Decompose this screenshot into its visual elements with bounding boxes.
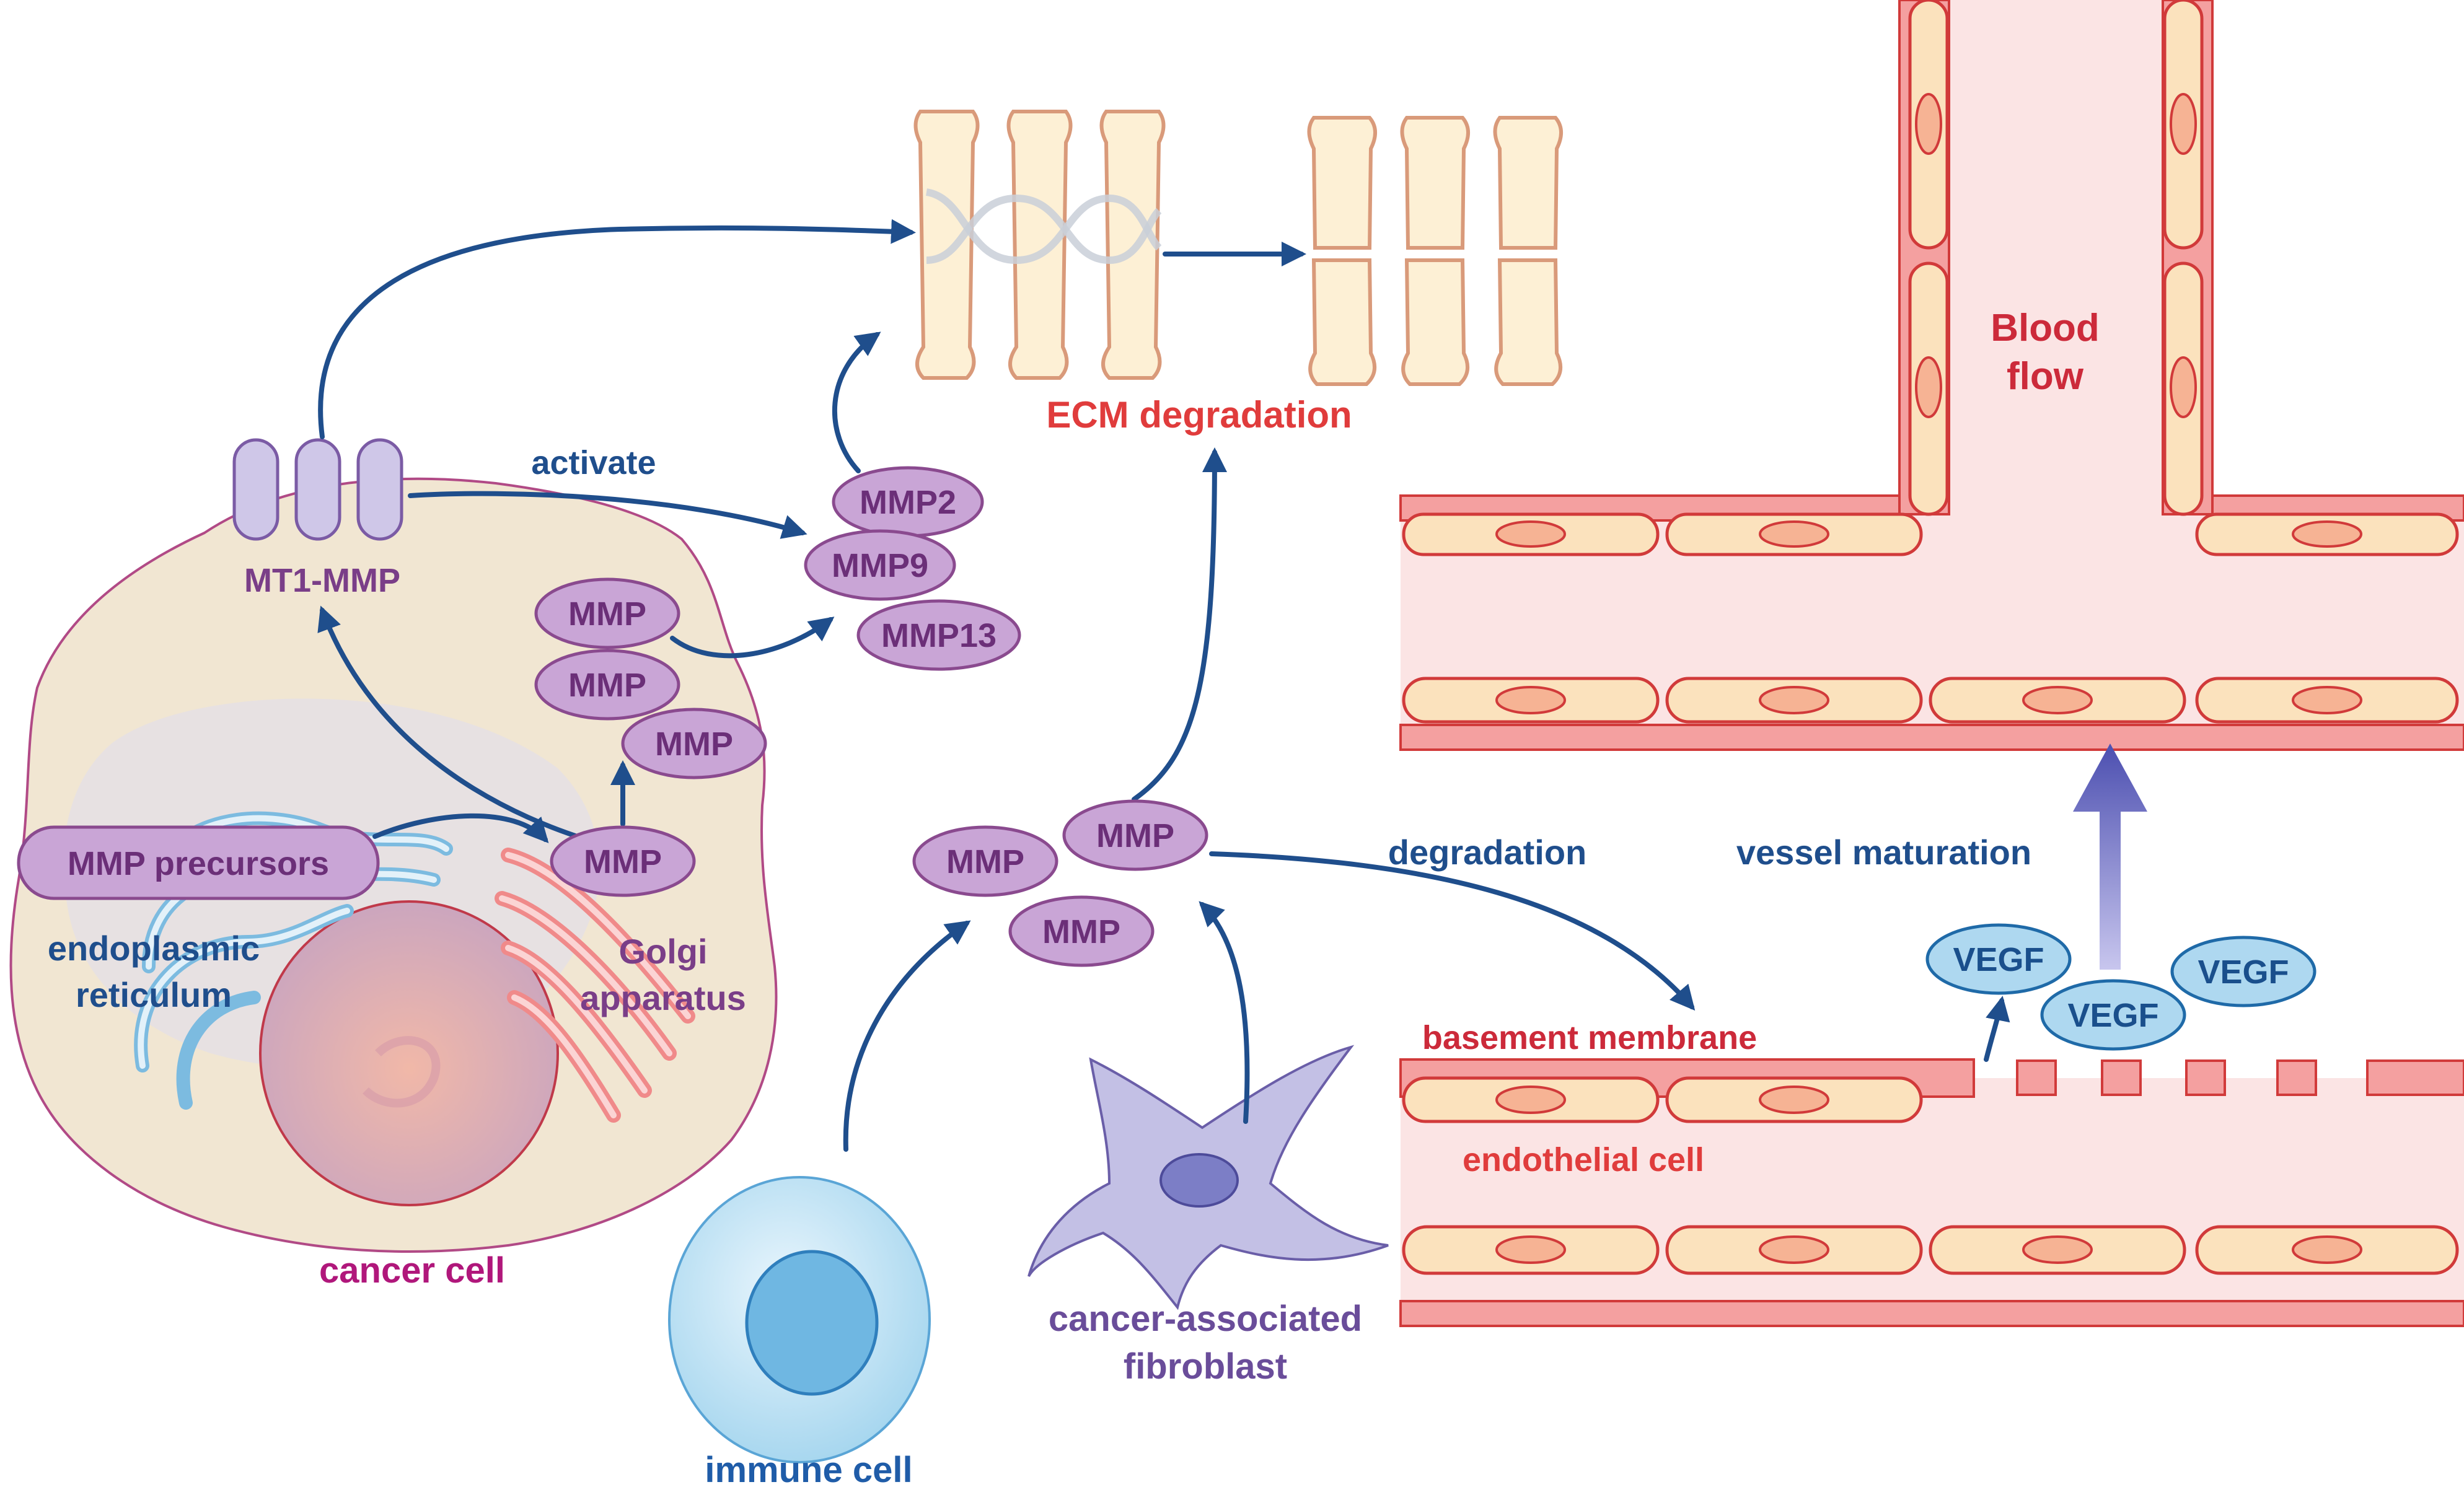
lower-vessel	[1399, 1058, 2464, 1327]
mmp-pill-secreted-3: MMP	[1008, 895, 1155, 967]
mmp-pill-cell-1: MMP	[534, 577, 680, 649]
mmp-pill-cell-3: MMP	[621, 708, 767, 779]
mmp9-pill: MMP9	[804, 529, 956, 601]
mmp2-pill: MMP2	[832, 466, 984, 538]
mmp-pill-secreted-2: MMP	[1062, 799, 1208, 871]
svg-text:MMP2: MMP2	[860, 484, 956, 521]
mmp-precursors-pill: MMP precursors	[17, 825, 380, 900]
basement-membrane-label: basement membrane	[1422, 1019, 1757, 1056]
ecm-intact	[913, 110, 1166, 380]
svg-text:MMP precursors: MMP precursors	[68, 845, 329, 882]
mmp-pill-golgi: MMP	[550, 825, 696, 897]
vessel-maturation-arrow	[2073, 744, 2147, 970]
er-label-1: endoplasmic	[48, 929, 260, 968]
vessel-maturation-label: vessel maturation	[1736, 833, 2031, 872]
svg-text:MMP: MMP	[568, 595, 646, 633]
immune-cell	[668, 1176, 931, 1463]
mt1-mmp-proteins	[232, 438, 403, 541]
mmp-pill-secreted-1: MMP	[912, 825, 1058, 897]
nucleus	[259, 900, 559, 1206]
endothelial-cell-label: endothelial cell	[1463, 1141, 1704, 1178]
svg-text:MMP: MMP	[584, 843, 662, 880]
ecm-degraded	[1307, 116, 1563, 386]
svg-text:MMP: MMP	[655, 726, 733, 763]
degradation-label: degradation	[1388, 833, 1586, 872]
blood-flow-label-1: Blood	[1991, 307, 2100, 349]
endothelial-cells-vertical	[1908, 0, 2204, 516]
blood-flow-label-2: flow	[2007, 355, 2084, 398]
mmp13-pill: MMP13	[856, 599, 1021, 671]
blood-vessel	[1399, 0, 2464, 751]
svg-text:MMP9: MMP9	[832, 547, 928, 584]
er-label-2: reticulum	[76, 975, 232, 1014]
endothelial-cells-bottom	[1402, 677, 2459, 724]
svg-text:MMP: MMP	[568, 667, 646, 704]
svg-text:MMP: MMP	[946, 843, 1024, 880]
pathway-arrows	[317, 219, 2010, 1152]
caf-label-2: fibroblast	[1124, 1346, 1287, 1387]
vegf-pill-3: VEGF	[2170, 936, 2317, 1007]
mt1-mmp-label: MT1-MMP	[244, 562, 400, 599]
svg-text:MMP: MMP	[1096, 817, 1174, 854]
ecm-degradation-label: ECM degradation	[1046, 394, 1352, 436]
svg-text:MMP: MMP	[1042, 913, 1120, 950]
immune-cell-label: immune cell	[705, 1450, 912, 1487]
endothelial-cells-top	[1402, 512, 2459, 556]
golgi-label-2: apparatus	[580, 978, 746, 1017]
svg-text:MMP13: MMP13	[881, 617, 997, 654]
svg-text:VEGF: VEGF	[1953, 941, 2044, 978]
caf-label-1: cancer-associated	[1049, 1299, 1362, 1339]
svg-text:VEGF: VEGF	[2067, 997, 2158, 1034]
cancer-associated-fibroblast	[1027, 1045, 1389, 1310]
mmp-pill-cell-2: MMP	[534, 649, 680, 721]
svg-text:VEGF: VEGF	[2198, 954, 2289, 991]
cancer-cell-label: cancer cell	[319, 1250, 505, 1291]
golgi-label-1: Golgi	[618, 932, 707, 971]
activate-label: activate	[531, 444, 656, 481]
vegf-pill-2: VEGF	[2040, 979, 2186, 1051]
vegf-pill-1: VEGF	[1925, 923, 2072, 995]
